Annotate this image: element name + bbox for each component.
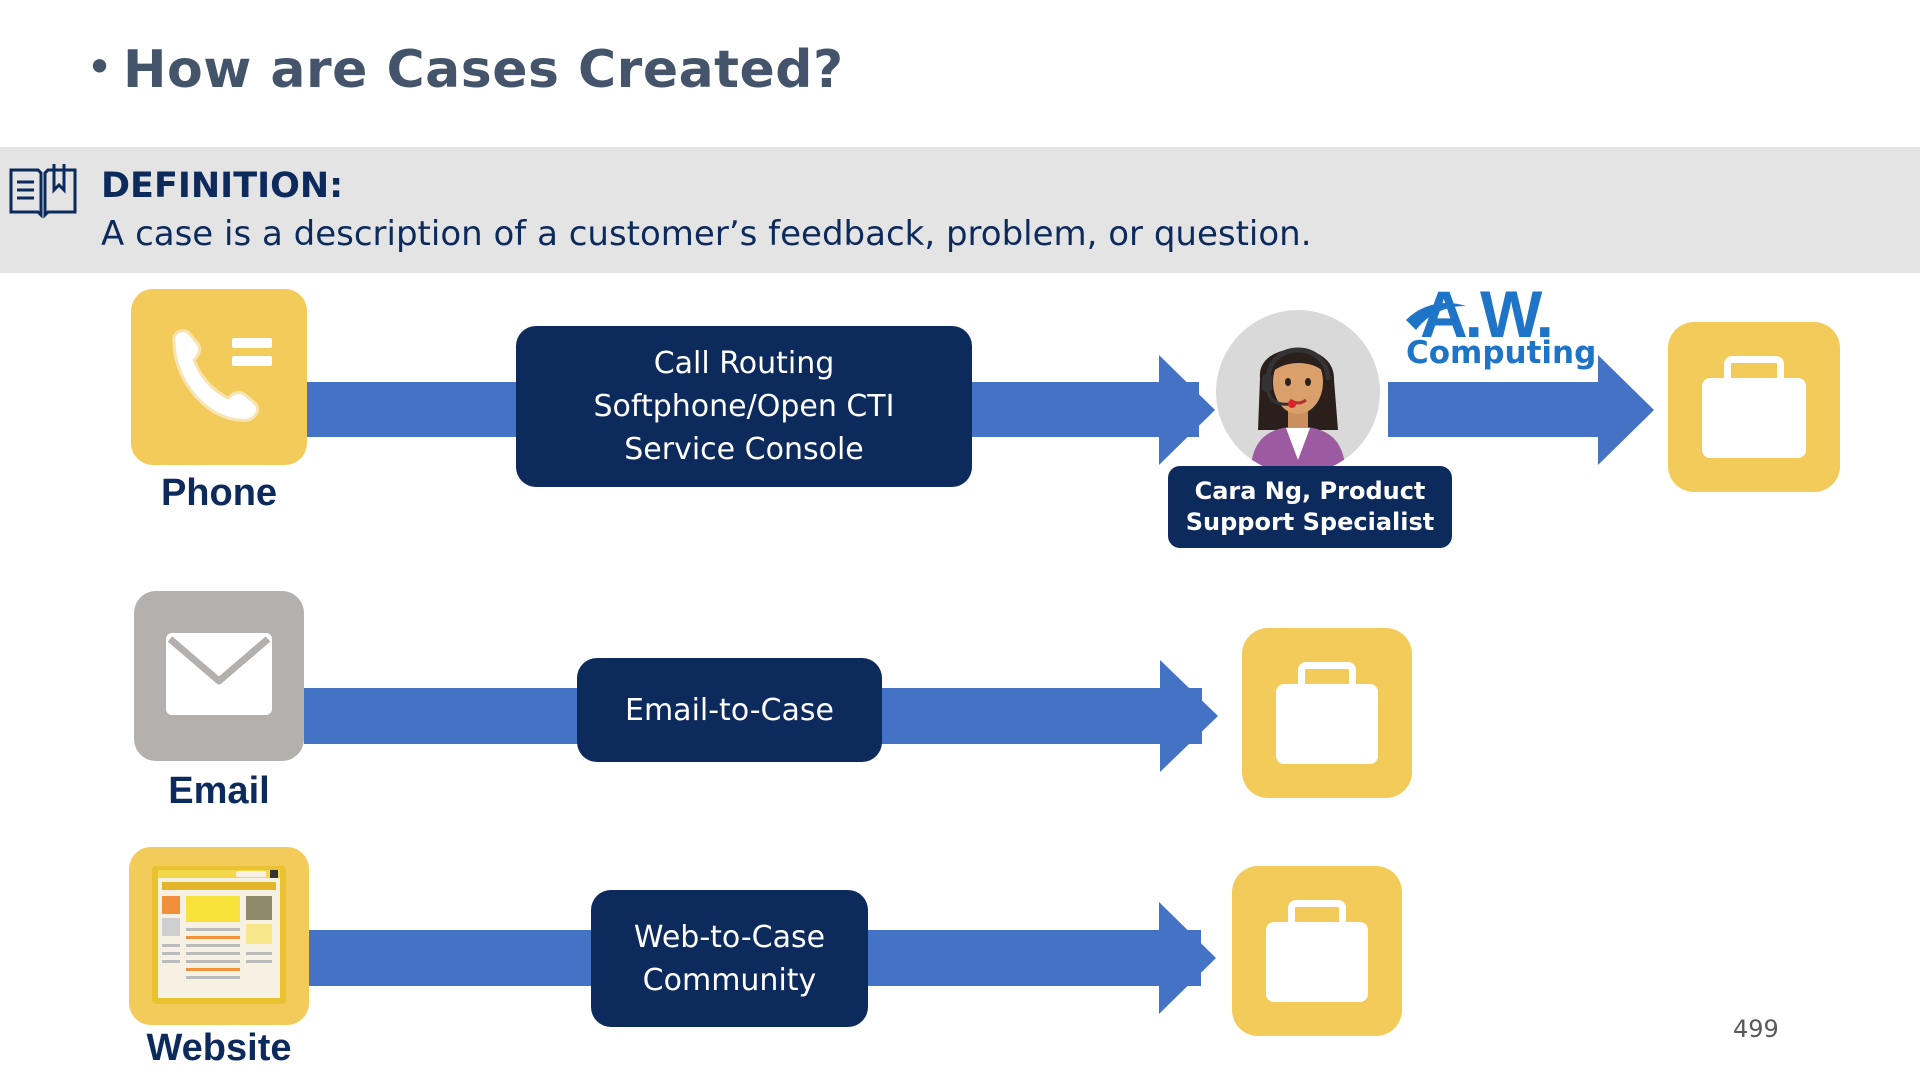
- phone-tile: [131, 289, 307, 465]
- definition-heading: DEFINITION:: [101, 166, 344, 206]
- agent-illustration: [1250, 347, 1346, 474]
- webpage-icon: [152, 866, 286, 1004]
- title-bullet: •: [86, 40, 114, 94]
- briefcase-body: [1276, 684, 1378, 764]
- email-arrowhead: [1160, 660, 1218, 772]
- process-line: Community: [642, 962, 817, 998]
- process-line: Web-to-Case: [633, 919, 826, 955]
- agent-name-label: Cara Ng, Product Support Specialist: [1168, 466, 1452, 548]
- website-label: Website: [146, 1027, 292, 1069]
- case-tile-email: [1242, 628, 1412, 798]
- company-logo-subtext: Computing: [1406, 335, 1597, 371]
- company-logo: A.W.: [1420, 277, 1554, 351]
- agent-title-line: Support Specialist: [1185, 508, 1435, 536]
- briefcase-icon: [1298, 662, 1356, 684]
- briefcase-body: [1266, 922, 1368, 1002]
- website-process-box: Web-to-Case Community: [591, 890, 868, 1027]
- process-line: Service Console: [624, 432, 864, 467]
- agent-flow-bar: [1388, 382, 1602, 437]
- page-title: How are Cases Created?: [123, 40, 844, 100]
- support-agent-avatar: [1216, 310, 1380, 474]
- logo-swoosh-icon: [1406, 302, 1466, 330]
- case-tile-phone: [1668, 322, 1840, 492]
- definition-band: [0, 147, 1920, 273]
- case-tile-website: [1232, 866, 1402, 1036]
- process-line: Softphone/Open CTI: [593, 389, 895, 424]
- phone-icon: [172, 329, 272, 422]
- page-number: 499: [1733, 1015, 1779, 1043]
- agent-arrowhead: [1598, 355, 1654, 465]
- envelope-icon: [166, 633, 272, 715]
- email-process-box: Email-to-Case: [577, 658, 882, 762]
- briefcase-icon: [1288, 900, 1346, 922]
- agent-name-line: Cara Ng, Product: [1194, 477, 1426, 505]
- website-arrowhead: [1159, 902, 1216, 1014]
- process-line: Email-to-Case: [625, 692, 834, 728]
- briefcase-body: [1702, 378, 1806, 458]
- process-line: Call Routing: [653, 346, 835, 381]
- email-label: Email: [168, 770, 270, 812]
- definition-text: A case is a description of a customer’s …: [101, 214, 1312, 254]
- briefcase-icon: [1724, 356, 1784, 378]
- book-icon: [9, 164, 77, 219]
- phone-arrowhead-1: [1159, 355, 1215, 465]
- phone-label: Phone: [160, 472, 278, 514]
- phone-process-box: Call Routing Softphone/Open CTI Service …: [516, 326, 972, 487]
